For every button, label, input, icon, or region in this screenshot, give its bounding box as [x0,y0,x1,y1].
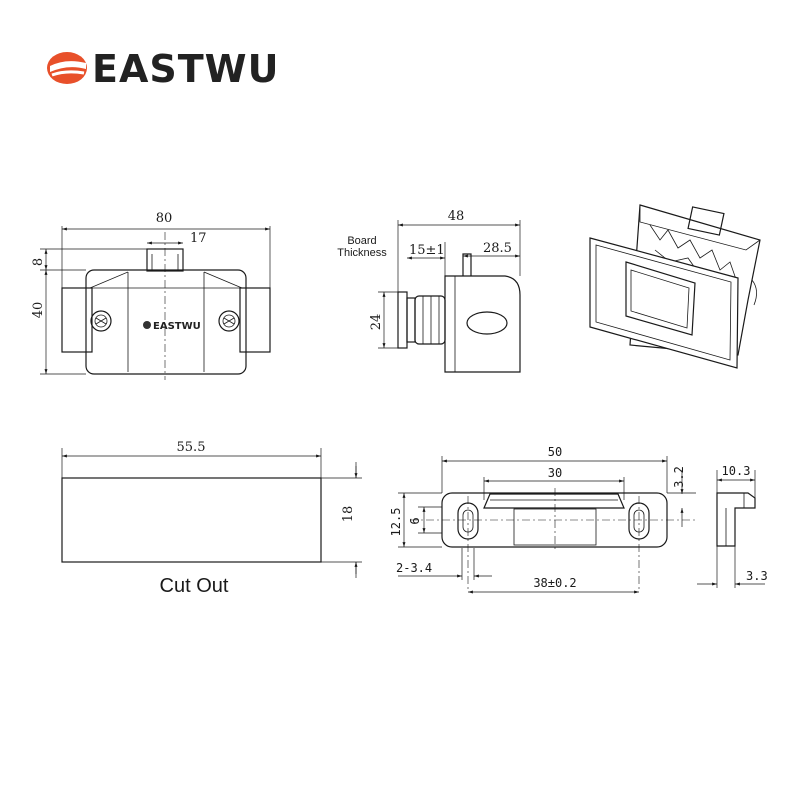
dim-cutout-width: 55.5 [177,440,206,455]
dim-knob-height: 24 [369,314,384,331]
dim-side-thickness: 3.3 [746,569,768,583]
side-view: Board Thickness 48 15±1 28.5 [337,209,521,373]
dim-tab-width: 17 [190,231,207,246]
dim-hole-pitch: 38±0.2 [533,576,576,590]
dim-body-depth: 28.5 [483,241,512,256]
strike-plate-view: 50 30 3.2 12.5 6 2-3.4 38±0.2 [389,445,696,594]
dim-board-thickness: 15±1 [409,243,445,258]
brand-name: EASTWU [92,47,279,91]
strike-side-profile: 10.3 3.3 [697,464,768,588]
dim-lip-offset: 3.2 [672,466,686,488]
dim-strike-length: 50 [548,445,562,459]
strike-catch [483,493,625,509]
svg-text:EASTWU: EASTWU [153,321,201,332]
dim-front-height: 40 [31,302,46,319]
brand-logo-icon [47,52,87,84]
cut-out-rect [61,477,322,563]
latch-pin [462,253,472,276]
board-thickness-label-2: Thickness [337,247,387,259]
dim-tab-height: 8 [31,258,46,266]
left-flange [61,287,93,353]
dim-strike-height: 12.5 [389,508,403,537]
latch-body [85,269,247,375]
dim-catch-length: 30 [548,466,562,480]
dim-side-depth: 10.3 [722,464,751,478]
dim-front-width: 80 [156,211,173,226]
product-logo-label: EASTWU [143,321,201,332]
dim-inner-height: 6 [408,517,422,524]
perspective-tab [687,206,725,236]
front-view: EASTWU 80 17 8 40 [31,211,271,380]
side-body [444,275,521,373]
dim-slot-width: 2-3.4 [396,561,432,575]
cut-out-caption: Cut Out [160,575,229,597]
perspective-view [589,204,761,369]
screw-right [218,310,240,332]
brand-logo: EASTWU [47,47,279,91]
knob [414,295,446,345]
board-thickness-label-1: Board [347,235,376,247]
right-flange [239,287,271,353]
board-plate [397,291,408,349]
perspective-front-plate [589,237,739,369]
screw-left [90,310,112,332]
release-button [466,311,508,335]
dim-side-depth: 48 [448,209,465,224]
perspective-button [625,261,696,336]
cut-out-view: 55.5 18 Cut Out [61,440,362,597]
dim-cutout-height: 18 [341,506,356,523]
